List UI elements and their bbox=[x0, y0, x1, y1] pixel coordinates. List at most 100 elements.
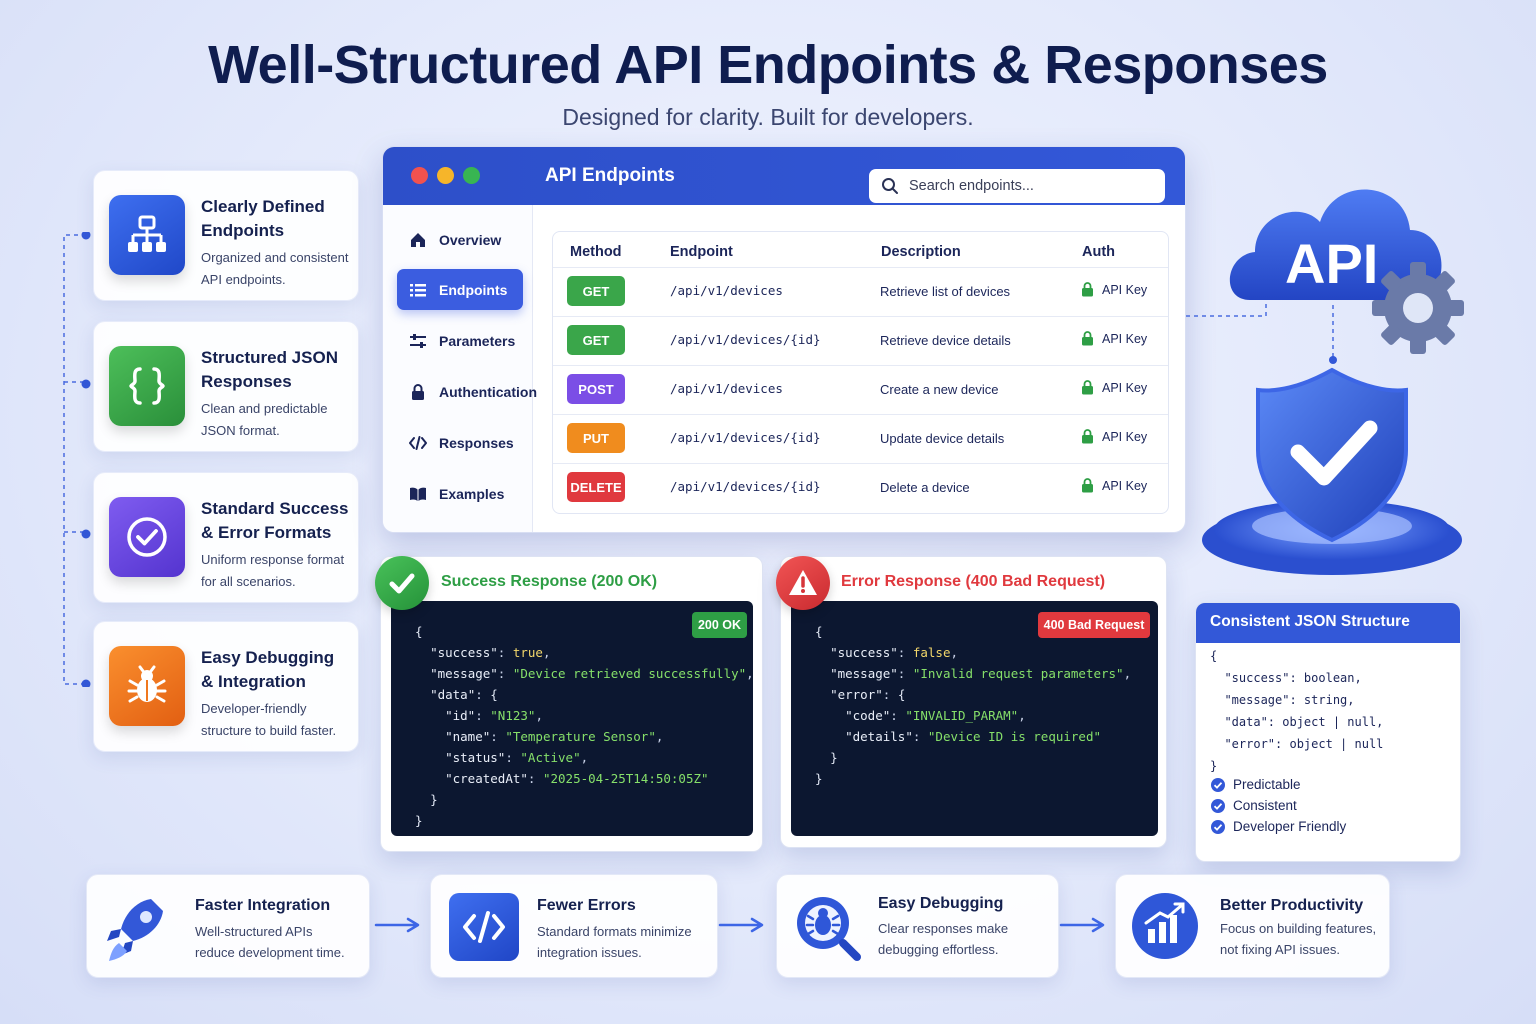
table-row[interactable]: GET /api/v1/devices Retrieve list of dev… bbox=[553, 267, 1168, 316]
success-response-title: Success Response (200 OK) bbox=[441, 573, 658, 590]
feature-title: Easy Debugging & Integration bbox=[201, 648, 335, 691]
method-badge-delete: DELETE bbox=[567, 472, 625, 502]
lock-icon bbox=[1082, 429, 1093, 444]
endpoints-table: Method Endpoint Description Auth GET /ap… bbox=[552, 231, 1169, 514]
check-item: Developer Friendly bbox=[1211, 819, 1346, 834]
endpoint-description: Delete a device bbox=[880, 480, 970, 495]
auth-label: API Key bbox=[1102, 478, 1148, 493]
search-input[interactable] bbox=[909, 178, 1149, 194]
feature-title: Structured JSON Responses bbox=[201, 348, 338, 391]
endpoint-description: Update device details bbox=[880, 431, 1005, 446]
auth-cell: API Key bbox=[1081, 429, 1147, 444]
window-cloud-connector bbox=[1186, 300, 1267, 317]
lock-icon bbox=[1082, 478, 1093, 493]
check-icon bbox=[1211, 798, 1225, 813]
sidebar-item-label: Overview bbox=[439, 231, 502, 248]
json-card-title: Consistent JSON Structure bbox=[1196, 603, 1460, 643]
check-circle-icon bbox=[109, 497, 185, 577]
benefit-title: Easy Debugging bbox=[878, 895, 1004, 912]
endpoint-description: Retrieve device details bbox=[880, 333, 1011, 348]
table-row[interactable]: DELETE /api/v1/devices/{id} Delete a dev… bbox=[553, 463, 1168, 512]
column-header-endpoint: Endpoint bbox=[670, 244, 733, 260]
sidebar-item-parameters[interactable]: Parameters bbox=[397, 320, 523, 361]
check-icon bbox=[1211, 777, 1225, 792]
status-badge-200: 200 OK bbox=[692, 612, 747, 638]
feature-desc: Clean and predictable JSON format. bbox=[201, 401, 328, 438]
endpoint-description: Create a new device bbox=[880, 382, 999, 397]
rocket-icon bbox=[107, 899, 163, 961]
feature-card-endpoints: Clearly Defined Endpoints Organized and … bbox=[93, 170, 359, 301]
lock-icon bbox=[1082, 380, 1093, 395]
feature-desc: Organized and consistent API endpoints. bbox=[201, 250, 349, 287]
hierarchy-icon bbox=[109, 195, 185, 275]
method-badge-put: PUT bbox=[567, 423, 625, 453]
list-icon bbox=[410, 283, 426, 296]
benefit-title: Fewer Errors bbox=[537, 897, 636, 914]
success-code-block: { "success": true, "message": "Device re… bbox=[391, 601, 754, 836]
chart-icon bbox=[1132, 893, 1198, 959]
window-minimize-dot[interactable] bbox=[437, 167, 454, 184]
error-response-panel: Error Response (400 Bad Request) { "succ… bbox=[780, 556, 1167, 848]
search-box[interactable] bbox=[869, 169, 1165, 203]
json-structure-card: Consistent JSON Structure { "success": b… bbox=[1195, 602, 1461, 862]
method-badge-get: GET bbox=[567, 276, 625, 306]
error-response-title: Error Response (400 Bad Request) bbox=[841, 573, 1106, 590]
method-badge-post: POST bbox=[567, 374, 625, 404]
code-icon bbox=[409, 435, 427, 450]
sidebar-item-overview[interactable]: Overview bbox=[397, 219, 523, 260]
lock-icon bbox=[412, 383, 424, 400]
auth-label: API Key bbox=[1102, 331, 1148, 346]
sliders-icon bbox=[410, 333, 426, 348]
auth-cell: API Key bbox=[1081, 331, 1147, 346]
check-item: Consistent bbox=[1211, 798, 1297, 813]
window-close-dot[interactable] bbox=[411, 167, 428, 184]
auth-cell: API Key bbox=[1081, 282, 1147, 297]
sidebar-item-authentication[interactable]: Authentication bbox=[397, 371, 537, 412]
book-icon bbox=[410, 487, 426, 501]
warning-icon bbox=[776, 556, 830, 610]
sidebar-item-label: Endpoints bbox=[439, 281, 508, 298]
sidebar-item-label: Examples bbox=[439, 485, 505, 502]
auth-label: API Key bbox=[1102, 282, 1148, 297]
feature-card-json: Structured JSON Responses Clean and pred… bbox=[93, 321, 359, 452]
status-badge-400: 400 Bad Request bbox=[1038, 612, 1150, 638]
column-header-auth: Auth bbox=[1082, 244, 1116, 260]
sidebar-item-responses[interactable]: Responses bbox=[397, 422, 523, 463]
bug-icon bbox=[109, 646, 185, 726]
search-icon bbox=[882, 178, 898, 194]
api-badge-label: API bbox=[1285, 232, 1378, 295]
arrow-right-icon bbox=[374, 917, 420, 933]
table-row[interactable]: POST /api/v1/devices Create a new device… bbox=[553, 365, 1168, 414]
page-subtitle: Designed for clarity. Built for develope… bbox=[562, 104, 974, 130]
feature-card-formats: Standard Success & Error Formats Uniform… bbox=[93, 472, 359, 603]
braces-icon bbox=[109, 346, 185, 426]
window-header: API Endpoints bbox=[383, 147, 1185, 205]
endpoint-path: /api/v1/devices bbox=[670, 283, 783, 298]
sidebar: Overview Endpoints Parameters Authentica… bbox=[383, 205, 537, 532]
code-icon bbox=[449, 893, 519, 961]
home-icon bbox=[411, 232, 425, 247]
table-row[interactable]: GET /api/v1/devices/{id} Retrieve device… bbox=[553, 316, 1168, 365]
bug-search-icon bbox=[797, 897, 861, 961]
page-title: Well-Structured API Endpoints & Response… bbox=[208, 35, 1328, 95]
success-check-icon bbox=[375, 556, 429, 610]
sidebar-item-label: Authentication bbox=[439, 383, 537, 400]
sidebar-item-endpoints[interactable]: Endpoints bbox=[397, 269, 523, 310]
api-endpoints-window: API Endpoints Overview Endpoints Paramet… bbox=[382, 146, 1186, 533]
window-maximize-dot[interactable] bbox=[463, 167, 480, 184]
arrow-right-icon bbox=[1059, 917, 1105, 933]
sidebar-item-examples[interactable]: Examples bbox=[397, 473, 523, 514]
check-item: Predictable bbox=[1211, 777, 1301, 792]
endpoint-path: /api/v1/devices/{id} bbox=[670, 430, 821, 445]
window-title: API Endpoints bbox=[545, 165, 675, 186]
lock-icon bbox=[1082, 331, 1093, 346]
auth-label: API Key bbox=[1102, 429, 1148, 444]
table-row[interactable]: PUT /api/v1/devices/{id} Update device d… bbox=[553, 414, 1168, 463]
column-header-description: Description bbox=[881, 244, 961, 260]
